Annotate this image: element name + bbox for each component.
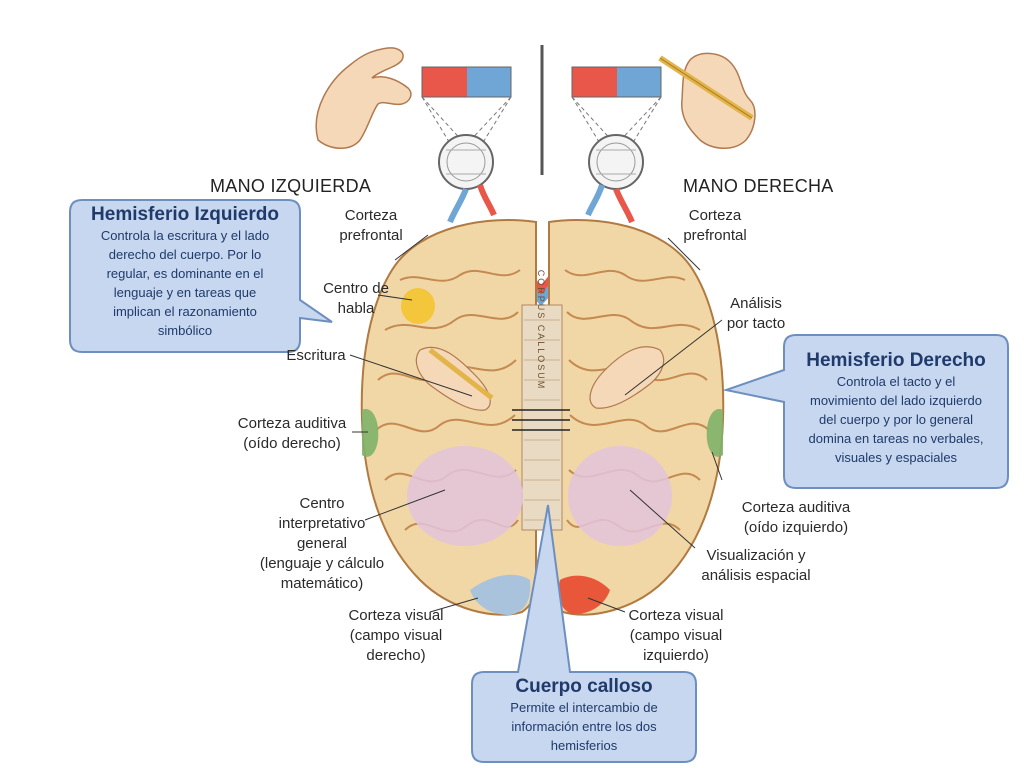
left-hemisphere-callout: [69, 199, 333, 353]
label-escritura: Escritura: [286, 347, 346, 364]
label-corteza-visual-right: Corteza visual (campo visual izquierdo): [628, 607, 724, 664]
label-corteza-auditiva-left: Corteza auditiva (oído derecho): [237, 415, 347, 452]
left-hand-title: MANO IZQUIERDA: [210, 176, 372, 196]
right-stimulus-card: [571, 66, 662, 98]
left-stimulus-card: [421, 66, 512, 98]
spatial-analysis-region: [568, 446, 672, 546]
left-hand-icon: [315, 47, 412, 149]
speech-center-region: [401, 288, 435, 324]
interpretive-center-region: [407, 446, 523, 546]
label-analisis-tacto: Análisis por tacto: [726, 295, 786, 332]
right-hemisphere-callout-text: Hemisferio Derecho Controla el tacto y e…: [786, 350, 1006, 467]
right-hemisphere-title: Hemisferio Derecho: [806, 350, 986, 371]
left-hemisphere-title: Hemisferio Izquierdo: [91, 204, 279, 225]
right-hand-title: MANO DERECHA: [683, 176, 834, 196]
brain-illustration: [360, 219, 725, 616]
right-eye-icon: [585, 134, 644, 224]
right-auditory-region: [706, 409, 723, 457]
left-eye-icon: [438, 134, 497, 224]
right-hemisphere-callout: [722, 334, 1009, 489]
corpus-callosum-callout: [471, 504, 697, 763]
label-corteza-auditiva-right: Corteza auditiva (oído izquierdo): [741, 499, 851, 536]
left-auditory-region: [362, 409, 379, 457]
label-corteza-prefrontal-right: Corteza prefrontal: [683, 207, 747, 244]
left-visual-cortex-region: [470, 574, 531, 615]
label-corteza-visual-left: Corteza visual (campo visual derecho): [348, 607, 444, 664]
left-hemisphere-callout-text: Hemisferio Izquierdo Controla la escritu…: [72, 204, 298, 340]
label-centro-habla: Centro de habla: [323, 280, 389, 317]
label-visualizacion: Visualización y análisis espacial: [701, 547, 811, 584]
right-hand-writing-icon: [658, 52, 756, 149]
label-centro-interpretativo: Centro interpretativo general (lenguaje …: [259, 495, 385, 592]
label-corteza-prefrontal-left: Corteza prefrontal: [339, 207, 403, 244]
corpus-callosum-title: Cuerpo calloso: [515, 676, 653, 697]
right-visual-cortex-region: [558, 575, 610, 615]
corpus-callosum-vertical-label: CORPUS CALLOSUM: [536, 270, 546, 391]
corpus-callosum-callout-text: Cuerpo calloso Permite el intercambio de…: [474, 676, 694, 755]
leader-lines: [349, 234, 723, 613]
